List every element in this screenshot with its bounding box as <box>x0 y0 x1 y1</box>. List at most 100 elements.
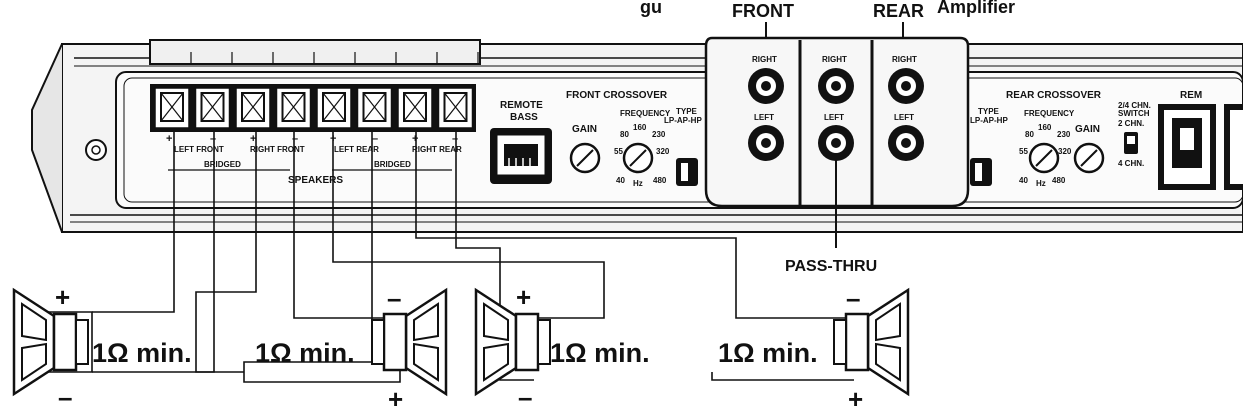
terminal-lf-plus[interactable] <box>154 87 190 129</box>
next-terminal-partial <box>1224 104 1243 190</box>
rear-type-options: LP-AP-HP <box>970 116 1008 125</box>
wire-lf-plus <box>92 132 175 313</box>
terminal-lf-minus: – <box>210 133 216 145</box>
front-tick-80: 80 <box>620 130 629 139</box>
speaker3-bottom-polarity: – <box>518 382 532 412</box>
right-front-label: RIGHT FRONT <box>250 145 305 154</box>
terminal-lf-minus[interactable] <box>194 87 231 129</box>
rear-frequency-knob[interactable] <box>1028 142 1060 174</box>
terminal-lr-minus[interactable] <box>356 87 393 129</box>
rem-label: REM <box>1180 90 1202 101</box>
mounting-screw <box>85 139 107 161</box>
rear-type-label: TYPE <box>978 107 1000 116</box>
wire-rf-minus <box>293 132 390 319</box>
speaker4-top-polarity: – <box>846 283 860 313</box>
rear-header-label: REAR <box>873 1 924 21</box>
rear-left-rca-jack[interactable] <box>888 125 924 161</box>
speakers-label: SPEAKERS <box>288 175 343 186</box>
rear-tick-40: 40 <box>1019 176 1028 185</box>
wire-s4-bottom <box>711 372 854 381</box>
terminal-rf-minus: – <box>292 133 298 145</box>
channel-switch-opt2: 4 CHN. <box>1118 159 1144 168</box>
front-left-rca-label: LEFT <box>754 113 774 122</box>
speaker1-top-polarity: + <box>55 282 70 312</box>
speaker-3 <box>474 287 551 397</box>
front-frequency-knob[interactable] <box>622 142 654 174</box>
terminal-rf-minus[interactable] <box>275 87 312 129</box>
speaker2-impedance: 1Ω min. <box>255 338 355 368</box>
amplifier-header-label: Amplifier <box>937 0 1015 17</box>
channel-switch[interactable] <box>1124 132 1138 154</box>
wire-lr-plus <box>332 132 605 319</box>
speaker-2 <box>371 287 448 397</box>
speaker4-impedance: 1Ω min. <box>718 338 818 368</box>
rear-tick-55: 55 <box>1019 147 1028 156</box>
remote-bass-line2: BASS <box>510 112 538 123</box>
terminal-rr-minus[interactable] <box>437 87 474 129</box>
speaker4-bottom-polarity: + <box>848 384 863 414</box>
front-type-options: LP-AP-HP <box>664 116 702 125</box>
wire-rr-plus <box>415 132 854 319</box>
speaker-1 <box>12 287 89 397</box>
rear-tick-320: 320 <box>1058 147 1072 156</box>
rear-frequency-label: FREQUENCY <box>1024 109 1075 118</box>
rear-gain-knob[interactable] <box>1073 142 1105 174</box>
terminal-lf-plus: + <box>166 133 172 145</box>
rear-gain-label: GAIN <box>1075 124 1100 135</box>
front-gain-knob[interactable] <box>569 142 601 174</box>
left-rear-label: LEFT REAR <box>334 145 379 154</box>
rear-type-switch[interactable] <box>970 158 992 186</box>
rear-right-rca-label: RIGHT <box>892 55 917 64</box>
rem-terminal[interactable] <box>1158 104 1216 190</box>
rear-tick-160: 160 <box>1038 123 1052 132</box>
front-tick-55: 55 <box>614 147 623 156</box>
front-header-label: FRONT <box>732 1 794 21</box>
speaker3-impedance: 1Ω min. <box>550 338 650 368</box>
left-front-label: LEFT FRONT <box>174 145 224 154</box>
front-gain-label: GAIN <box>572 124 597 135</box>
front-right-rca-jack[interactable] <box>748 68 784 104</box>
pass-left-rca-jack[interactable] <box>818 125 854 161</box>
bridged-rear-label: BRIDGED <box>374 160 411 169</box>
front-frequency-label: FREQUENCY <box>620 109 671 118</box>
front-tick-40: 40 <box>616 176 625 185</box>
pass-left-rca-label: LEFT <box>824 113 844 122</box>
speaker1-impedance: 1Ω min. <box>92 338 192 368</box>
wire-rf-plus <box>195 132 257 373</box>
speaker2-bottom-polarity: + <box>388 384 403 414</box>
terminal-rf-plus[interactable] <box>235 87 271 129</box>
front-left-rca-jack[interactable] <box>748 125 784 161</box>
front-type-switch[interactable] <box>676 158 698 186</box>
speaker3-top-polarity: + <box>516 282 531 312</box>
front-type-label: TYPE <box>676 107 698 116</box>
remote-bass-port[interactable] <box>490 128 552 184</box>
pass-right-rca-jack[interactable] <box>818 68 854 104</box>
bridged-front-label: BRIDGED <box>204 160 241 169</box>
terminal-lr-plus[interactable] <box>316 87 352 129</box>
wire-rr-minus <box>455 132 534 381</box>
front-hz-label: Hz <box>633 179 643 188</box>
pass-right-rca-label: RIGHT <box>822 55 847 64</box>
speaker2-top-polarity: – <box>387 283 401 313</box>
front-tick-230: 230 <box>652 130 666 139</box>
front-crossover-title: FRONT CROSSOVER <box>566 90 668 101</box>
terminal-rr-plus[interactable] <box>397 87 433 129</box>
rear-crossover-title: REAR CROSSOVER <box>1006 90 1102 101</box>
rear-hz-label: Hz <box>1036 179 1046 188</box>
speaker1-lead-outline <box>42 311 93 373</box>
front-tick-320: 320 <box>656 147 670 156</box>
channel-switch-title2: SWITCH <box>1118 109 1150 118</box>
remote-bass-line1: REMOTE <box>500 100 543 111</box>
terminal-rf-plus: + <box>250 133 256 145</box>
rear-left-rca-label: LEFT <box>894 113 914 122</box>
terminal-rr-minus: – <box>452 133 458 145</box>
pass-thru-label: PASS-THRU <box>785 258 877 275</box>
speaker-4 <box>833 287 910 397</box>
front-tick-480: 480 <box>653 176 667 185</box>
rear-right-rca-jack[interactable] <box>888 68 924 104</box>
right-rear-label: RIGHT REAR <box>412 145 462 154</box>
channel-switch-title1: 2/4 CHN. <box>1118 101 1151 110</box>
channel-switch-opt1: 2 CHN. <box>1118 119 1144 128</box>
header-partial-text: gu <box>640 0 662 17</box>
